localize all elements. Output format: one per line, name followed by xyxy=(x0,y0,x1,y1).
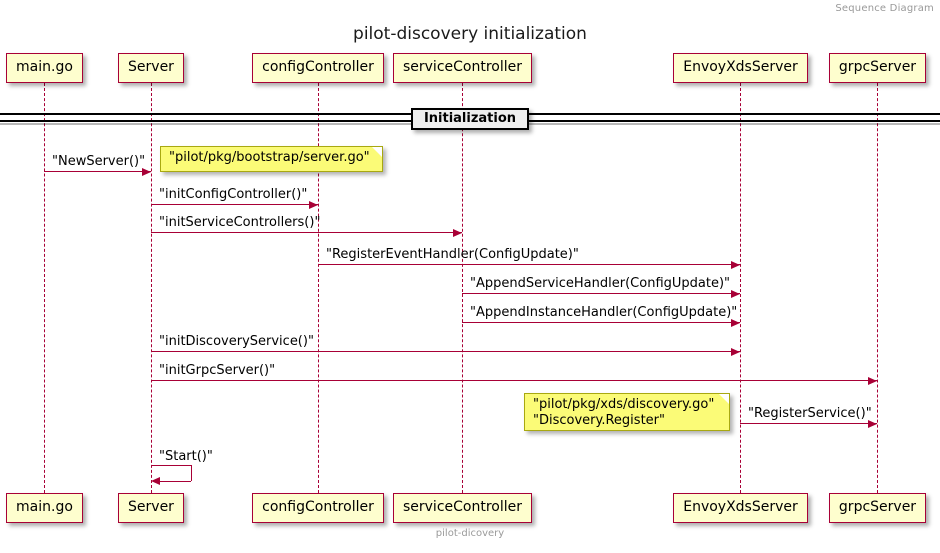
message-label-0: "NewServer()" xyxy=(52,154,146,169)
participant-configController-bottom[interactable]: configController xyxy=(252,493,384,523)
message-line-6 xyxy=(151,351,740,352)
message-label-7: "initGrpcServer()" xyxy=(159,363,276,378)
participant-label: main.go xyxy=(16,59,73,75)
participant-server-top[interactable]: Server xyxy=(118,53,184,83)
message-arrowhead-6 xyxy=(731,347,740,356)
self-message-side-9 xyxy=(191,465,192,481)
diagram-title: pilot-discovery initialization xyxy=(353,24,587,44)
lifeline-grpcServer xyxy=(877,83,878,493)
diagram-type-label: Sequence Diagram xyxy=(835,3,934,14)
message-line-3 xyxy=(318,264,740,265)
note-line: "pilot/pkg/xds/discovery.go" xyxy=(533,397,715,412)
message-arrowhead-2 xyxy=(453,228,462,237)
participant-envoyXdsServer-top[interactable]: EnvoyXdsServer xyxy=(673,53,808,83)
participant-label: grpcServer xyxy=(838,499,917,515)
message-line-7 xyxy=(151,380,877,381)
message-label-3: "RegisterEventHandler(ConfigUpdate)" xyxy=(326,247,579,262)
message-arrowhead-7 xyxy=(868,376,877,385)
participant-grpcServer-top[interactable]: grpcServer xyxy=(829,53,926,83)
lifeline-main xyxy=(44,83,45,493)
participant-serviceController-bottom[interactable]: serviceController xyxy=(393,493,532,523)
participant-label: configController xyxy=(262,499,374,515)
participant-envoyXdsServer-bottom[interactable]: EnvoyXdsServer xyxy=(673,493,808,523)
message-label-8: "RegisterService()" xyxy=(748,406,872,421)
participant-label: main.go xyxy=(16,499,73,515)
message-arrowhead-8 xyxy=(868,419,877,428)
message-arrowhead-3 xyxy=(731,260,740,269)
message-line-0 xyxy=(44,171,151,172)
participant-label: serviceController xyxy=(402,59,522,75)
participant-label: Server xyxy=(128,59,174,75)
message-arrowhead-4 xyxy=(731,289,740,298)
participant-main-top[interactable]: main.go xyxy=(6,53,83,83)
note-line: "pilot/pkg/bootstrap/server.go" xyxy=(169,150,370,165)
self-message-top-9 xyxy=(151,465,191,466)
message-label-6: "initDiscoveryService()" xyxy=(159,334,314,349)
note-line: "Discovery.Register" xyxy=(533,413,665,428)
self-message-arrowhead-9 xyxy=(151,477,160,485)
participant-label: grpcServer xyxy=(838,59,917,75)
divider-label: Initialization xyxy=(423,111,517,126)
note-bootstrap: "pilot/pkg/bootstrap/server.go" xyxy=(160,146,383,172)
participant-label: serviceController xyxy=(402,499,522,515)
participant-configController-top[interactable]: configController xyxy=(252,53,384,83)
lifeline-envoyXdsServer xyxy=(740,83,741,493)
participant-label: EnvoyXdsServer xyxy=(683,59,798,75)
lifeline-serviceController xyxy=(462,83,463,493)
note-discovery: "pilot/pkg/xds/discovery.go""Discovery.R… xyxy=(524,393,730,431)
message-label-2: "initServiceControllers()" xyxy=(159,215,321,230)
message-line-5 xyxy=(462,322,740,323)
message-arrowhead-1 xyxy=(309,200,318,209)
message-label-5: "AppendInstanceHandler(ConfigUpdate)" xyxy=(470,305,738,320)
message-label-9: "Start()" xyxy=(159,449,213,464)
participant-grpcServer-bottom[interactable]: grpcServer xyxy=(829,493,926,523)
note-fold-corner-icon xyxy=(372,147,382,157)
self-message-bottom-9 xyxy=(160,481,191,482)
participant-main-bottom[interactable]: main.go xyxy=(6,493,83,523)
message-arrowhead-5 xyxy=(731,318,740,327)
note-fold-corner-icon xyxy=(719,394,729,404)
participant-serviceController-top[interactable]: serviceController xyxy=(393,53,532,83)
message-line-4 xyxy=(462,293,740,294)
message-line-8 xyxy=(740,423,877,424)
participant-label: Server xyxy=(128,499,174,515)
participant-server-bottom[interactable]: Server xyxy=(118,493,184,523)
participant-label: configController xyxy=(262,59,374,75)
lifeline-configController xyxy=(318,83,319,493)
divider-label-box: Initialization xyxy=(411,108,529,130)
diagram-footer-label: pilot-dicovery xyxy=(435,528,505,539)
message-arrowhead-0 xyxy=(142,167,151,176)
message-label-4: "AppendServiceHandler(ConfigUpdate)" xyxy=(470,276,731,291)
message-line-1 xyxy=(151,204,318,205)
message-line-2 xyxy=(151,232,462,233)
participant-label: EnvoyXdsServer xyxy=(683,499,798,515)
message-label-1: "initConfigController()" xyxy=(159,187,308,202)
lifeline-server xyxy=(151,83,152,493)
